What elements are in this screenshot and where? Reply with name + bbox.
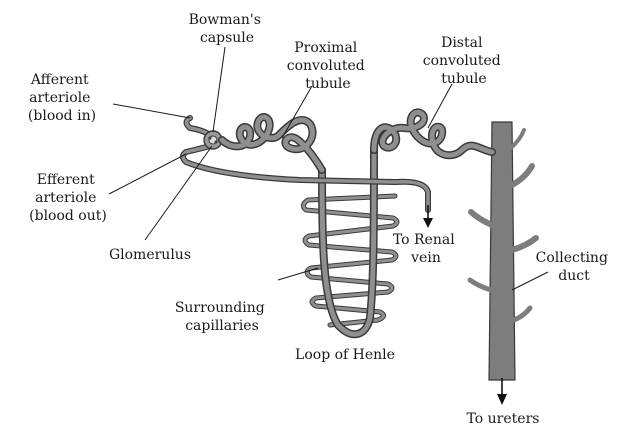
collecting-duct-shape [470, 122, 536, 380]
proximal-tubule-label: Proximal convoluted tubule [287, 40, 369, 92]
ureters-arrow [497, 378, 507, 405]
bowmans-capsule-label: Bowman's capsule [189, 12, 266, 46]
afferent-arteriole-label: Afferent arteriole (blood in) [28, 72, 96, 124]
glomerulus-label: Glomerulus [109, 247, 191, 263]
distal-tubule-label: Distal convoluted tubule [423, 35, 505, 87]
efferent-arteriole-label: Efferent arteriole (blood out) [29, 172, 107, 224]
surrounding-capillaries-shape [303, 196, 397, 325]
surrounding-capillaries-label: Surrounding capillaries [175, 300, 269, 334]
renal-vein-arrow [423, 205, 433, 228]
loop-of-henle-label: Loop of Henle [295, 347, 395, 363]
proximal-tubule-shape [222, 117, 322, 170]
renal-vein-label: To Renal vein [393, 232, 459, 266]
to-ureters-label: To ureters [467, 411, 540, 427]
collecting-duct-label: Collecting duct [536, 250, 613, 284]
